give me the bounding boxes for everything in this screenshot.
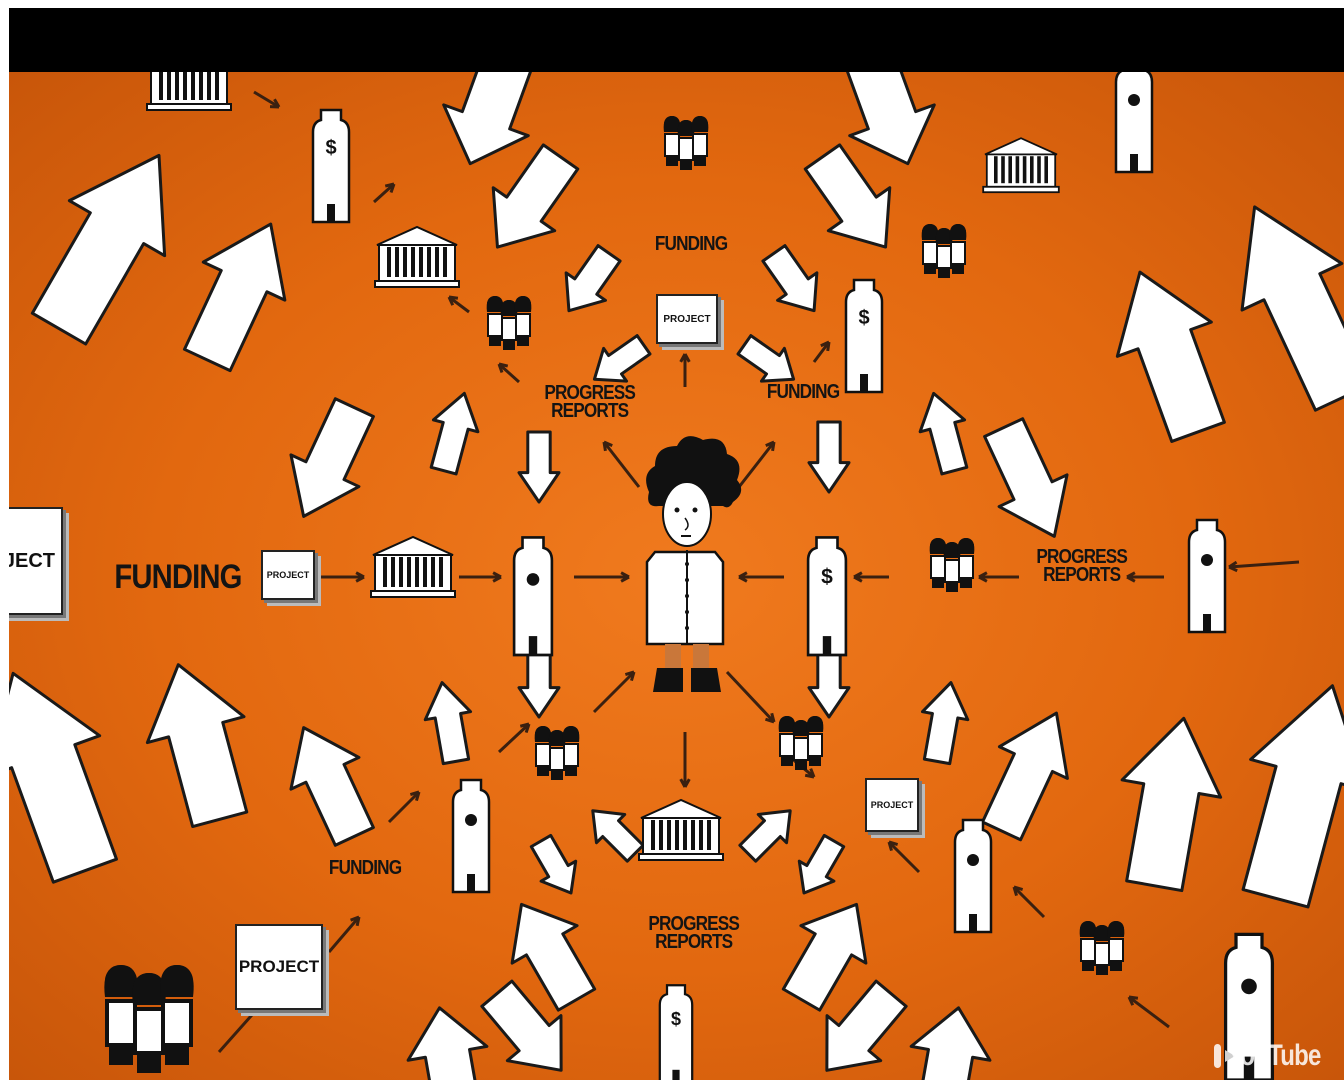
building-icon bbox=[1116, 72, 1152, 172]
project-card-top: PROJECT bbox=[656, 294, 718, 344]
funding-label-right: FUNDING bbox=[767, 383, 839, 401]
youtube-wordmark: YouTube bbox=[1227, 1039, 1321, 1073]
bank-icon bbox=[983, 138, 1059, 192]
bank-icon bbox=[639, 800, 723, 860]
building-icon: $ bbox=[846, 280, 882, 392]
svg-text:$: $ bbox=[325, 137, 336, 159]
people-group-icon bbox=[535, 726, 580, 780]
people-group-icon bbox=[1080, 921, 1125, 975]
bank-icon bbox=[375, 227, 459, 287]
project-card-left: PROJECT bbox=[261, 550, 315, 600]
people-group-icon bbox=[487, 296, 532, 350]
people-group-icon bbox=[779, 716, 824, 770]
project-card-bottom: PROJECT bbox=[235, 924, 323, 1010]
people-group-icon bbox=[104, 965, 193, 1073]
youtube-play-icon bbox=[1214, 1044, 1221, 1068]
building-icon bbox=[955, 820, 991, 932]
building-icon: $ bbox=[808, 537, 846, 655]
building-icon: $ bbox=[660, 985, 692, 1080]
building-icon bbox=[453, 780, 489, 892]
project-card-edge: JECT bbox=[9, 507, 63, 615]
funding-label-large: FUNDING bbox=[114, 562, 241, 593]
project-card-right: PROJECT bbox=[865, 778, 919, 832]
bank-icon bbox=[371, 537, 455, 597]
video-frame[interactable]: $ $ $ $ bbox=[9, 72, 1344, 1080]
people-group-icon bbox=[664, 116, 709, 170]
building-icon: $ bbox=[313, 110, 349, 222]
funding-label-top: FUNDING bbox=[655, 235, 727, 253]
funding-label-bottom: FUNDING bbox=[329, 859, 401, 877]
bank-icon bbox=[147, 72, 231, 110]
youtube-watermark: YouTube bbox=[1214, 1038, 1344, 1074]
svg-text:$: $ bbox=[821, 566, 833, 589]
video-top-bar bbox=[9, 8, 1344, 72]
building-icon bbox=[1189, 520, 1225, 632]
svg-text:$: $ bbox=[858, 307, 869, 329]
svg-text:$: $ bbox=[671, 1009, 681, 1029]
people-group-icon bbox=[922, 224, 967, 278]
building-icon bbox=[514, 537, 552, 655]
people-group-icon bbox=[930, 538, 975, 592]
